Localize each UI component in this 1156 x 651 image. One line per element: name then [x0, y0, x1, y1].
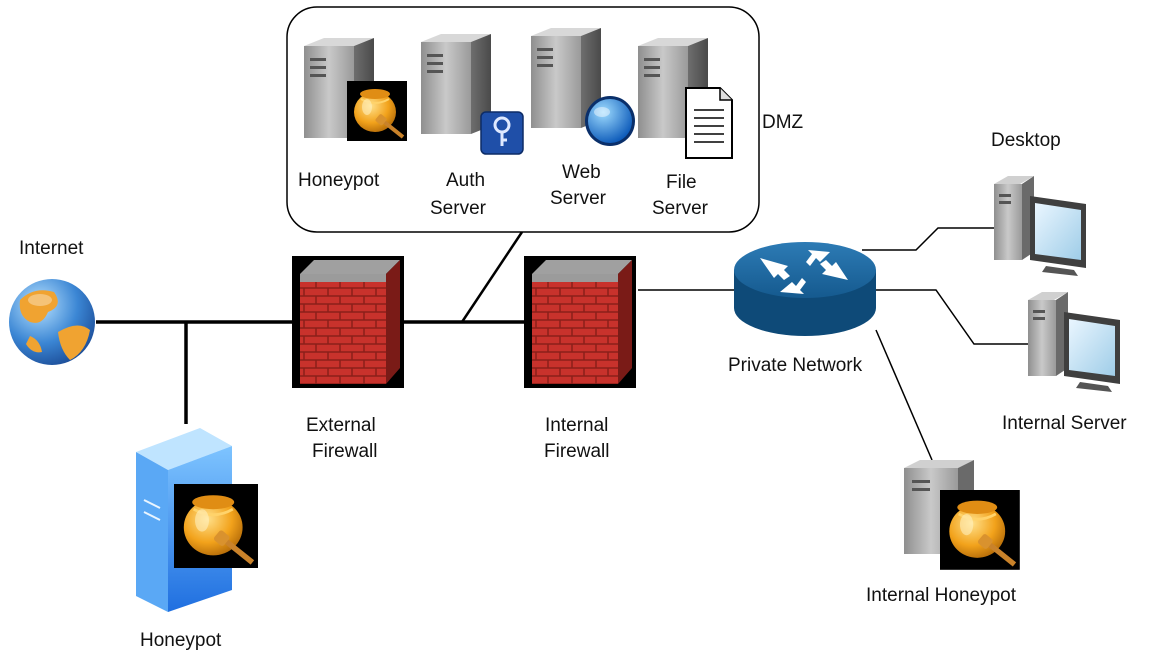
dmz-auth-label-line1: Auth	[446, 170, 485, 191]
workstation-icon	[994, 176, 1086, 276]
external-firewall-label-line1: External	[306, 415, 376, 436]
honeypot-server-icon	[174, 484, 258, 568]
internet-label: Internet	[19, 238, 84, 259]
globe-icon	[9, 279, 95, 365]
router-label: Private Network	[728, 355, 863, 376]
dmz-honeypot-label: Honeypot	[298, 170, 380, 191]
document-badge-icon	[685, 87, 733, 159]
external-honeypot-label: Honeypot	[140, 630, 222, 651]
external-honeypot-node[interactable]: Honeypot	[136, 428, 258, 651]
internal-server-label: Internal Server	[1002, 413, 1127, 434]
internal-honeypot-node[interactable]: Internal Honeypot	[866, 460, 1020, 606]
dmz-auth-label-line2: Server	[430, 198, 487, 219]
dmz-web-label-line2: Server	[550, 188, 607, 209]
router-icon	[734, 242, 876, 336]
connections	[96, 227, 1032, 461]
dmz-zone: DMZ Honeypot Auth Server Web	[286, 6, 804, 233]
dmz-web-server[interactable]	[531, 28, 635, 146]
brick-firewall-icon	[292, 256, 404, 388]
link-router-to-desktop	[862, 227, 998, 251]
dmz-file-label-line1: File	[666, 172, 697, 193]
dmz-web-label-line1: Web	[562, 162, 601, 183]
internet-node[interactable]: Internet	[9, 238, 95, 365]
router-node[interactable]: Private Network	[728, 242, 876, 376]
dmz-file-server[interactable]	[638, 38, 733, 159]
internal-honeypot-label: Internal Honeypot	[866, 585, 1017, 606]
link-router-to-internal-server	[876, 289, 1032, 345]
dmz-auth-server[interactable]	[421, 34, 524, 155]
honeypot-server-icon	[345, 79, 409, 143]
honeypot-server-icon	[940, 490, 1020, 570]
brick-firewall-icon	[524, 256, 636, 388]
globe-badge-icon	[585, 96, 635, 146]
desktop-label: Desktop	[991, 130, 1061, 151]
external-firewall-label-line2: Firewall	[312, 441, 377, 462]
dmz-file-label-line2: Server	[652, 198, 709, 219]
link-router-to-internal-honeypot	[875, 329, 933, 461]
workstation-icon	[1028, 292, 1120, 392]
dmz-label: DMZ	[762, 112, 804, 133]
key-badge-icon	[480, 111, 524, 155]
link-bus-to-dmz	[460, 231, 524, 323]
internal-server-node[interactable]: Internal Server	[1002, 292, 1127, 434]
internal-firewall-label-line1: Internal	[545, 415, 608, 436]
external-firewall-node[interactable]: External Firewall	[292, 256, 404, 462]
desktop-node[interactable]: Desktop	[991, 130, 1086, 276]
internal-firewall-label-line2: Firewall	[544, 441, 609, 462]
internal-firewall-node[interactable]: Internal Firewall	[524, 256, 636, 462]
